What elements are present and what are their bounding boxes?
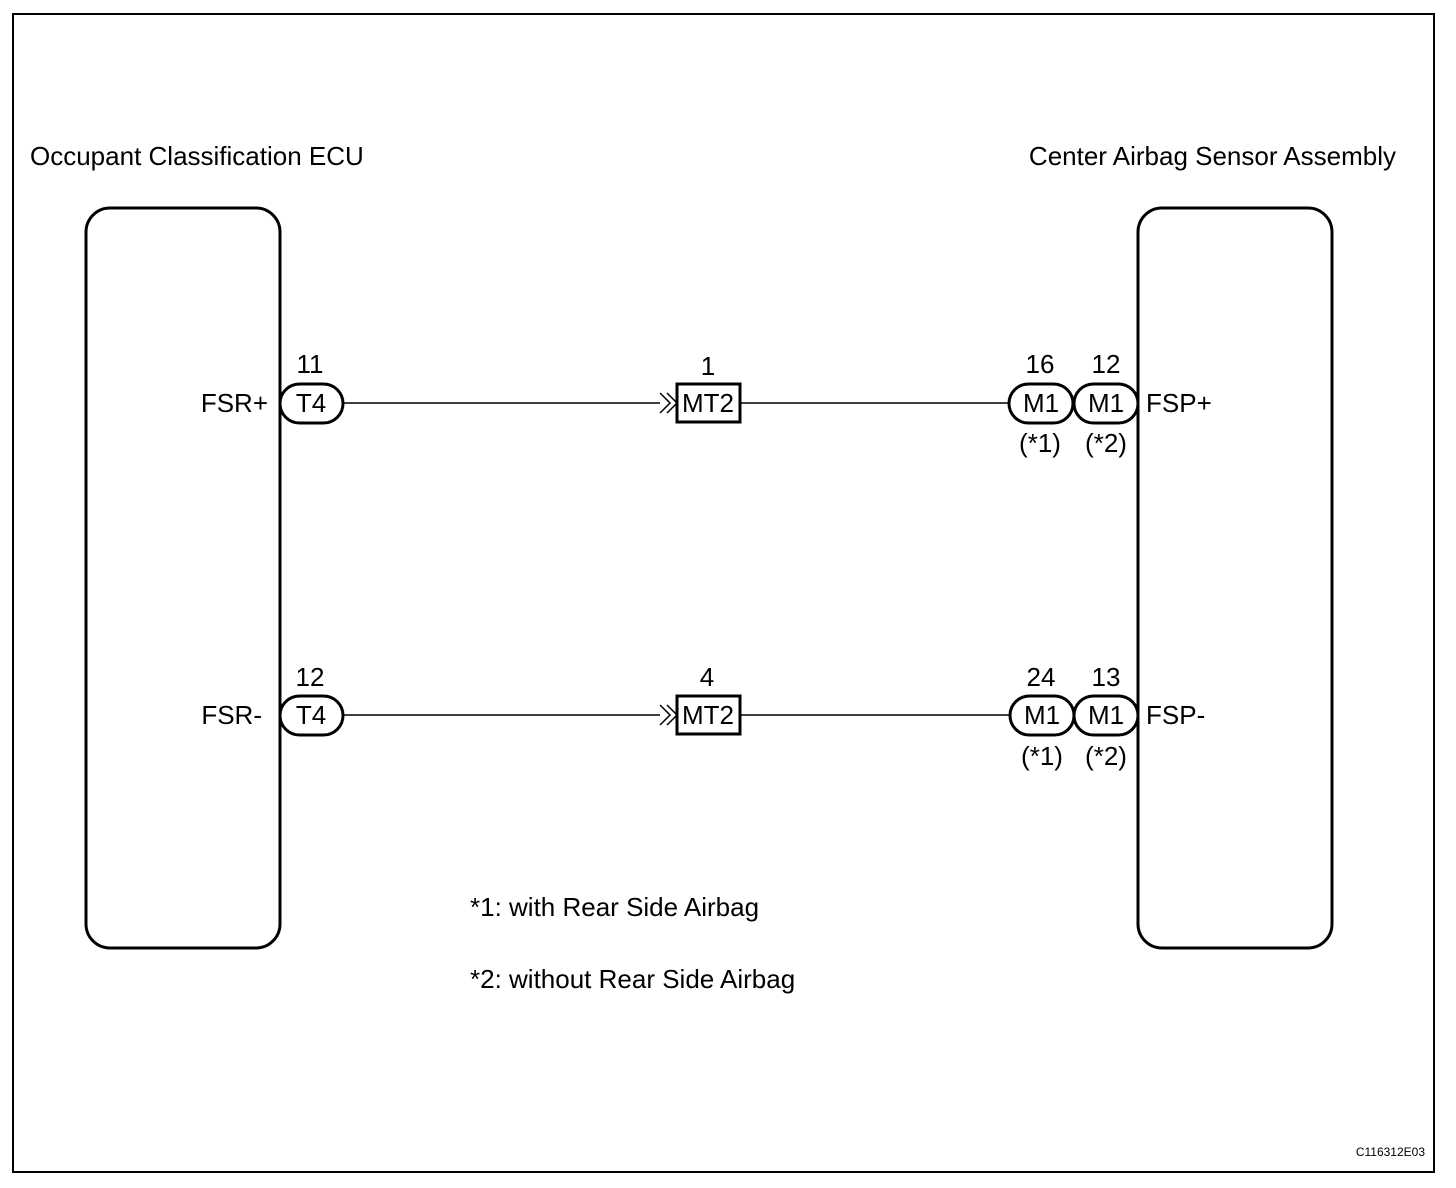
left-ecu-box bbox=[84, 206, 282, 950]
junction-arrow-icon bbox=[659, 392, 672, 414]
right-ecu-title: Center Airbag Sensor Assembly bbox=[1029, 141, 1396, 171]
left-terminal-label: FSR+ bbox=[201, 388, 268, 418]
figure-code: C116312E03 bbox=[1356, 1145, 1425, 1159]
right-pin-number-b: 12 bbox=[1092, 349, 1121, 379]
right-connector-pill-b bbox=[1072, 382, 1140, 425]
right-connector-pill-b bbox=[1072, 694, 1140, 737]
right-connector-label-b: M1 bbox=[1088, 388, 1124, 418]
left-connector-label: T4 bbox=[296, 700, 326, 730]
right-variant-note-b: (*2) bbox=[1085, 741, 1127, 771]
right-pin-number-b: 13 bbox=[1092, 662, 1121, 692]
right-terminal-label: FSP- bbox=[1146, 700, 1205, 730]
footnote-2: *2: without Rear Side Airbag bbox=[470, 964, 795, 994]
right-pin-number-a: 16 bbox=[1026, 349, 1055, 379]
junction-connector-label: MT2 bbox=[682, 388, 734, 418]
left-connector-label: T4 bbox=[296, 388, 326, 418]
left-terminal-label: FSR- bbox=[201, 700, 262, 730]
junction-arrow-icon bbox=[659, 704, 672, 726]
right-ecu-box bbox=[1136, 206, 1334, 950]
left-pin-number: 12 bbox=[296, 662, 325, 692]
right-variant-note-a: (*1) bbox=[1021, 741, 1063, 771]
right-terminal-label: FSP+ bbox=[1146, 388, 1212, 418]
junction-pin-number: 1 bbox=[701, 351, 715, 381]
left-pin-number: 11 bbox=[297, 349, 324, 379]
right-connector-label-b: M1 bbox=[1088, 700, 1124, 730]
circuit-fsr-minus: FSR- 12 T4 4 MT2 24 M1 (*1) 13 M1 (*2) F… bbox=[201, 662, 1205, 771]
right-connector-label-a: M1 bbox=[1023, 388, 1059, 418]
right-variant-note-a: (*1) bbox=[1019, 428, 1061, 458]
right-pin-number-a: 24 bbox=[1027, 662, 1056, 692]
right-connector-label-a: M1 bbox=[1024, 700, 1060, 730]
footnote-1: *1: with Rear Side Airbag bbox=[470, 892, 759, 922]
right-variant-note-b: (*2) bbox=[1085, 428, 1127, 458]
left-ecu-title: Occupant Classification ECU bbox=[30, 141, 364, 171]
junction-pin-number: 4 bbox=[700, 662, 714, 692]
circuit-fsr-plus: FSR+ 11 T4 1 MT2 16 M1 (*1) 12 M1 (*2) F… bbox=[201, 349, 1212, 458]
diagram-frame bbox=[12, 13, 1435, 1173]
junction-connector-label: MT2 bbox=[682, 700, 734, 730]
